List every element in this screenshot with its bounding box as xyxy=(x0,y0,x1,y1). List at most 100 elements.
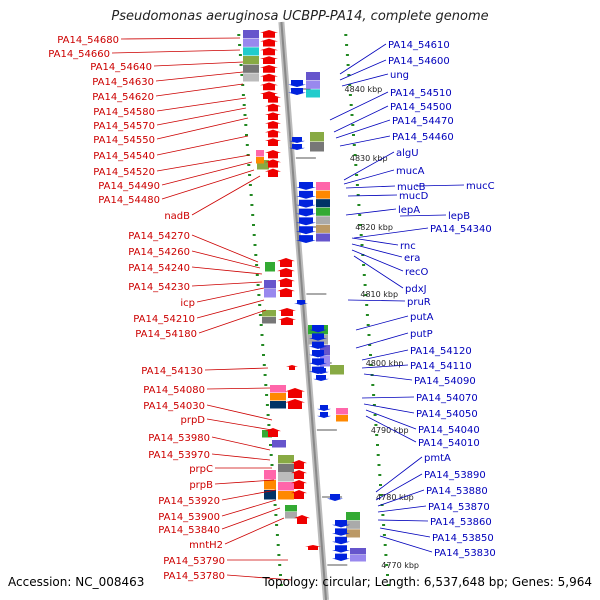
tick-dot xyxy=(386,574,389,576)
gene-feature-block xyxy=(243,38,259,47)
reverse-gene-arrow xyxy=(332,545,350,553)
right-gene-label: PA14_53860 xyxy=(430,517,492,528)
right-label-leader xyxy=(351,249,404,272)
reverse-gene-arrow xyxy=(327,494,343,501)
right-gene-label: PA14_54610 xyxy=(388,40,450,51)
tick-dot xyxy=(355,184,359,186)
tick-dot xyxy=(385,564,389,566)
tick-dot xyxy=(364,294,368,296)
gene-feature-block xyxy=(350,555,366,562)
gene-feature-block xyxy=(256,150,264,157)
tick-dot xyxy=(380,504,384,506)
tick-dot xyxy=(361,254,365,256)
tick-dot xyxy=(243,114,247,116)
tick-dot xyxy=(247,164,251,166)
tick-dot xyxy=(379,494,383,496)
right-gene-label: PA14_54010 xyxy=(418,438,480,449)
gene-feature-block xyxy=(262,430,272,438)
right-label-leader xyxy=(353,255,404,289)
right-gene-label: algU xyxy=(396,148,419,159)
right-label-leader xyxy=(365,415,417,443)
tick-dot xyxy=(345,54,349,56)
tick-dot xyxy=(275,524,279,526)
tick-dot xyxy=(365,314,369,316)
gene-feature-block xyxy=(257,160,269,170)
right-gene-label: PA14_54340 xyxy=(430,224,492,235)
kbp-label: 4840 kbp xyxy=(345,85,383,94)
left-label-leader xyxy=(221,489,277,501)
reverse-gene-arrow xyxy=(313,375,329,381)
forward-gene-arrow xyxy=(278,308,296,316)
left-label-leader xyxy=(211,436,271,451)
gene-feature-block xyxy=(262,310,276,317)
left-label-leader xyxy=(156,154,251,172)
left-label-leader xyxy=(221,507,281,530)
right-label-leader xyxy=(377,519,429,522)
left-label-leader xyxy=(191,234,259,263)
left-gene-label: PA14_54540 xyxy=(93,151,155,162)
tick-dot xyxy=(275,534,279,536)
forward-gene-arrow xyxy=(277,288,295,297)
tick-dot xyxy=(256,284,260,286)
tick-dot xyxy=(382,534,386,536)
left-label-leader xyxy=(120,37,241,40)
forward-gene-arrow xyxy=(265,428,281,437)
gene-feature-block xyxy=(243,47,259,56)
tick-dot xyxy=(356,194,360,196)
right-gene-label: recO xyxy=(405,267,429,278)
tick-dot xyxy=(369,364,373,366)
tick-dot xyxy=(376,444,379,446)
forward-gene-arrow xyxy=(265,103,281,112)
gene-feature-block xyxy=(316,190,330,199)
right-label-leader xyxy=(343,151,395,181)
tick-dot xyxy=(259,324,263,326)
reverse-gene-arrow xyxy=(332,536,350,545)
gene-feature-block xyxy=(264,289,276,298)
right-label-leader xyxy=(345,208,397,216)
forward-gene-arrow xyxy=(291,470,307,479)
right-gene-label: PA14_53880 xyxy=(426,486,488,497)
reverse-gene-arrow xyxy=(317,412,331,418)
right-label-leader xyxy=(377,489,425,507)
tick-dot xyxy=(348,84,352,86)
left-label-leader xyxy=(153,61,244,67)
forward-gene-arrow xyxy=(291,480,307,489)
reverse-gene-arrow xyxy=(289,137,305,143)
tick-dot xyxy=(377,464,381,466)
tick-dot xyxy=(367,334,371,336)
forward-gene-arrow xyxy=(265,138,281,146)
left-gene-label: PA14_54490 xyxy=(98,181,160,192)
gene-feature-block xyxy=(336,415,348,422)
tick-dot xyxy=(240,74,244,76)
tick-dot xyxy=(366,324,370,326)
left-gene-label: PA14_54570 xyxy=(93,121,155,132)
tick-dot xyxy=(386,584,390,586)
tick-dot xyxy=(237,34,241,36)
right-gene-label: PA14_54500 xyxy=(390,102,452,113)
tick-dot xyxy=(375,434,379,436)
tick-dot xyxy=(267,424,271,426)
left-gene-label: PA14_53970 xyxy=(148,450,210,461)
forward-gene-arrow xyxy=(260,38,278,47)
right-gene-label: pmtA xyxy=(424,453,451,464)
reverse-gene-arrow xyxy=(289,144,305,150)
right-label-leader xyxy=(333,105,389,133)
tick-dot xyxy=(348,94,352,96)
right-gene-label: pruR xyxy=(407,297,431,308)
forward-gene-arrow xyxy=(278,317,296,325)
tick-dot xyxy=(346,64,350,66)
tick-dot xyxy=(344,34,348,36)
forward-gene-arrow xyxy=(265,159,281,168)
reverse-gene-arrow xyxy=(296,190,316,199)
forward-gene-arrow xyxy=(285,399,305,409)
tick-dot xyxy=(248,174,252,176)
gene-feature-block xyxy=(316,216,330,225)
tick-dot xyxy=(362,274,366,276)
gene-feature-block xyxy=(278,464,294,473)
gene-feature-block xyxy=(316,199,330,208)
tick-dot xyxy=(260,334,264,336)
left-gene-label: PA14_54680 xyxy=(57,35,119,46)
left-label-leader xyxy=(155,71,244,82)
tick-dot xyxy=(381,514,385,516)
gene-feature-block xyxy=(264,280,276,289)
